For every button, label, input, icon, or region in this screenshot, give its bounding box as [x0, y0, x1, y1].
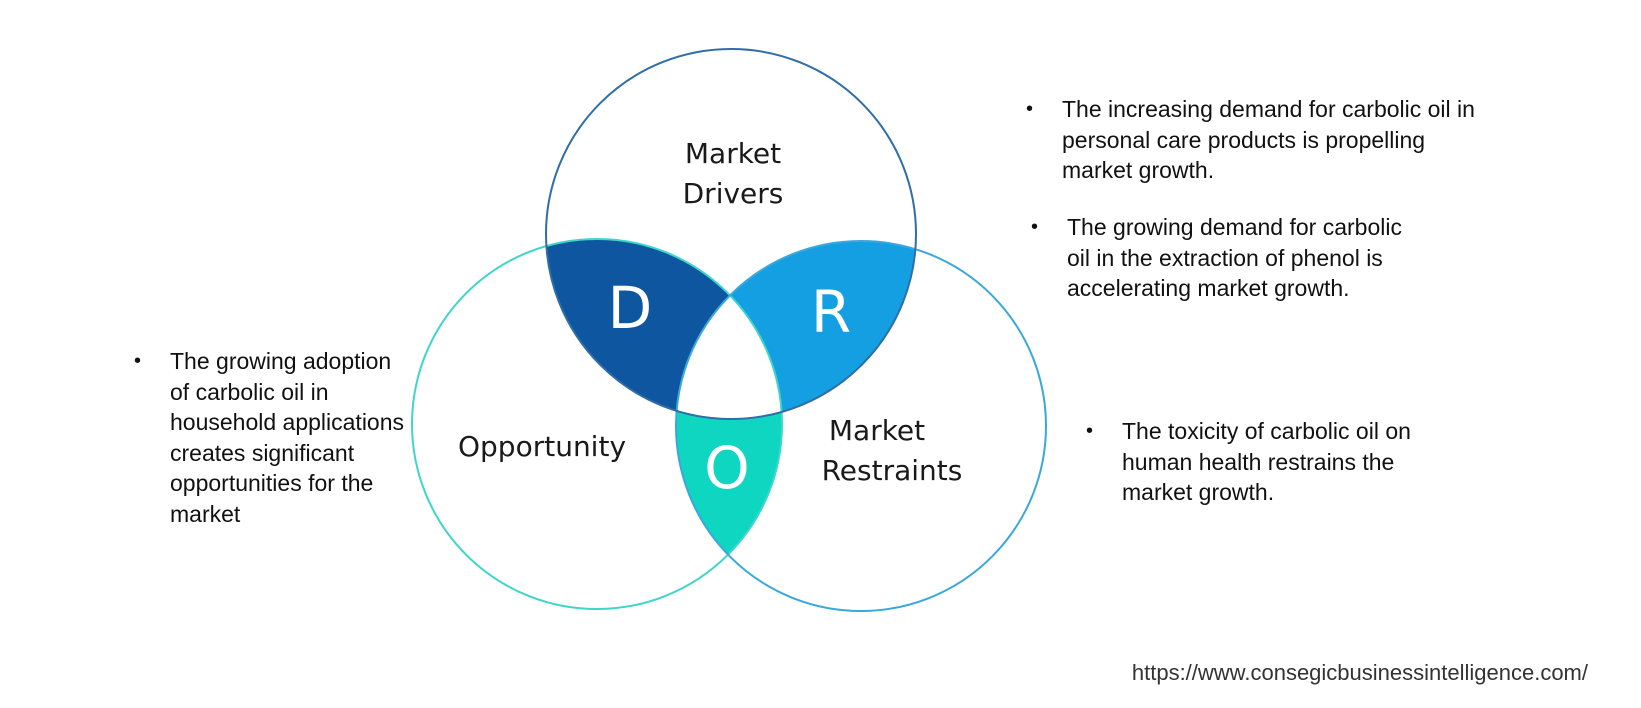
- drivers-restraints-intersection: [676, 241, 916, 419]
- opportunity-label: Opportunity: [458, 430, 626, 463]
- driver-bullet-1-text: The increasing demand for carbolic oil i…: [1062, 96, 1475, 183]
- restraint-bullet: • The toxicity of carbolic oil on human …: [1086, 416, 1416, 508]
- drivers-label-line2: Drivers: [683, 177, 784, 210]
- restraints-label-line1: Market: [829, 414, 925, 447]
- bullet-marker: •: [1086, 420, 1094, 442]
- restraints-circle: [675, 240, 1047, 612]
- driver-bullet-2: • The growing demand for carbolic oil in…: [1031, 212, 1411, 304]
- opportunity-bullet: • The growing adoption of carbolic oil i…: [134, 346, 414, 529]
- drivers-label-line1: Market: [685, 137, 781, 170]
- bullet-marker: •: [1031, 216, 1039, 238]
- bullet-marker: •: [134, 350, 142, 372]
- drivers-letter: D: [608, 274, 653, 342]
- bullet-marker: •: [1026, 98, 1034, 120]
- opportunity-circle: [411, 238, 783, 610]
- driver-bullet-2-text: The growing demand for carbolic oil in t…: [1067, 214, 1402, 301]
- restraints-label-line2: Restraints: [822, 454, 963, 487]
- restraint-bullet-text: The toxicity of carbolic oil on human he…: [1122, 418, 1411, 505]
- drivers-opportunity-intersection: [546, 239, 782, 419]
- opportunity-bullet-text: The growing adoption of carbolic oil in …: [170, 348, 405, 527]
- source-url[interactable]: https://www.consegicbusinessintelligence…: [1131, 660, 1588, 685]
- drivers-circle: [545, 48, 917, 420]
- opportunity-letter: O: [704, 434, 750, 502]
- driver-bullet-1: • The increasing demand for carbolic oil…: [1026, 94, 1476, 186]
- restraints-letter: R: [811, 278, 851, 346]
